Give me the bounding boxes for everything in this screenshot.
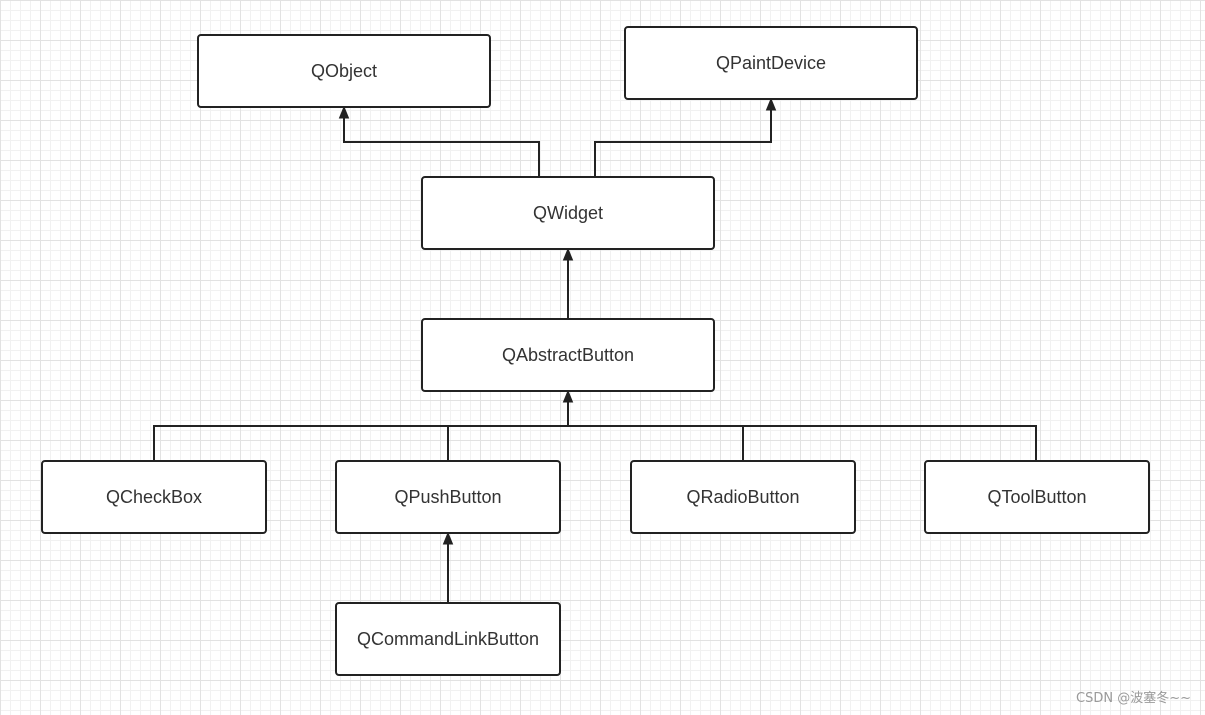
edge-qwidget-to-qobject [343,118,540,177]
node-label-qwidget: QWidget [533,203,603,223]
node-qobject[interactable]: QObject [197,34,491,108]
node-label-qabstractbutton: QAbstractButton [502,345,634,365]
node-qabstractbutton[interactable]: QAbstractButton [421,318,715,392]
node-label-qobject: QObject [311,61,377,81]
edge-qradiobutton-to-qabstractbutton [568,425,744,461]
node-qcheckbox[interactable]: QCheckBox [41,460,267,534]
edge-qtoolbutton-to-qabstractbutton [743,425,1037,461]
node-label-qcommandlinkbutton: QCommandLinkButton [357,629,539,649]
node-qradiobutton[interactable]: QRadioButton [630,460,856,534]
node-qcommandlinkbutton[interactable]: QCommandLinkButton [335,602,561,676]
arrow-head-qpushbutton [442,531,454,545]
node-qpushbutton[interactable]: QPushButton [335,460,561,534]
node-qwidget[interactable]: QWidget [421,176,715,250]
edges [153,97,1037,603]
node-qtoolbutton[interactable]: QToolButton [924,460,1150,534]
arrow-head-qobject [338,105,350,119]
node-label-qcheckbox: QCheckBox [106,487,202,507]
node-label-qpushbutton: QPushButton [394,487,501,507]
node-label-qradiobutton: QRadioButton [686,487,799,507]
edge-qcheckbox-to-qabstractbutton [153,402,569,461]
watermark: CSDN @波塞冬~~ [1076,691,1191,706]
node-qpaintdevice[interactable]: QPaintDevice [624,26,918,100]
arrow-head-qpaintdevice [765,97,777,111]
arrow-head-qwidget [562,247,574,261]
arrow-head-qabstractbutton [562,389,574,403]
node-label-qpaintdevice: QPaintDevice [716,53,826,73]
edge-qwidget-to-qpaintdevice [594,110,772,177]
node-label-qtoolbutton: QToolButton [987,487,1086,507]
